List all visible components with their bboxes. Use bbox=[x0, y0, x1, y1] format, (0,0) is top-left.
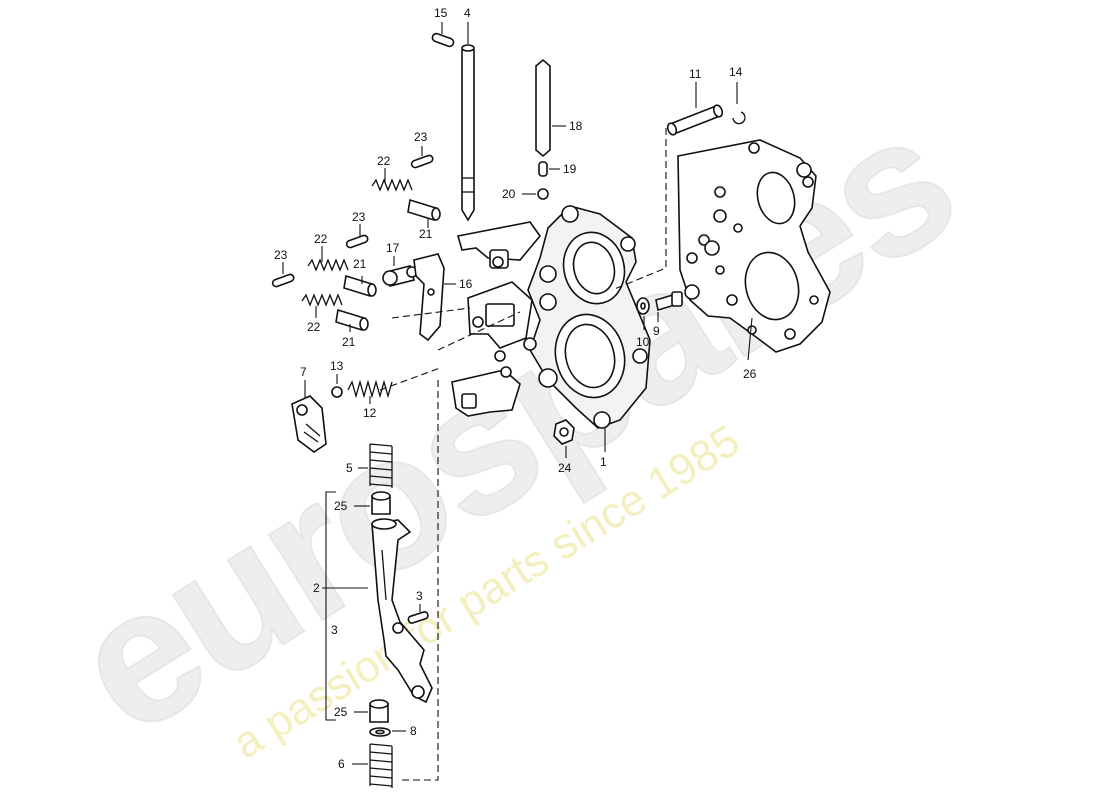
callout-11: 11 bbox=[689, 67, 702, 81]
part-19-pin[interactable] bbox=[538, 161, 548, 177]
callout-3-bracket: 3 bbox=[331, 623, 338, 637]
callout-labels: 15 4 18 19 20 11 14 23 22 21 23 22 17 23… bbox=[274, 6, 757, 771]
part-7-selector[interactable] bbox=[291, 395, 327, 453]
callout-23-left: 23 bbox=[274, 248, 288, 262]
shift-fork-upper[interactable] bbox=[456, 221, 542, 269]
callout-21-mid: 21 bbox=[353, 257, 367, 271]
part-25-bush-upper[interactable] bbox=[371, 491, 391, 515]
part-4-selector-rod[interactable] bbox=[461, 44, 475, 222]
part-20-ball[interactable] bbox=[537, 188, 549, 200]
watermark: eurospares a passion for parts since 198… bbox=[38, 72, 987, 775]
part-8-washer[interactable] bbox=[369, 727, 391, 737]
part-5-spring[interactable] bbox=[369, 443, 393, 488]
part-14-circlip[interactable] bbox=[732, 111, 746, 125]
part-21-plunger-top[interactable] bbox=[407, 198, 441, 222]
callout-23-top: 23 bbox=[414, 130, 428, 144]
callout-10: 10 bbox=[636, 335, 650, 349]
part-11-pin[interactable] bbox=[666, 104, 724, 136]
callout-18: 18 bbox=[569, 119, 583, 133]
part-15-pin[interactable] bbox=[431, 32, 455, 48]
callout-24: 24 bbox=[558, 461, 572, 475]
part-3-pin[interactable] bbox=[407, 611, 429, 624]
leader-lines bbox=[282, 22, 753, 765]
part-21-plunger-mid[interactable] bbox=[343, 274, 377, 298]
callout-5: 5 bbox=[346, 461, 353, 475]
callout-22-low: 22 bbox=[307, 320, 321, 334]
callout-7: 7 bbox=[300, 365, 307, 379]
callout-2: 2 bbox=[313, 581, 320, 595]
callout-20: 20 bbox=[502, 187, 516, 201]
part-23-pin-mid[interactable] bbox=[345, 234, 369, 249]
part-10-washer[interactable] bbox=[636, 297, 650, 315]
part-25-bush-lower[interactable] bbox=[369, 699, 389, 723]
callout-19: 19 bbox=[563, 162, 577, 176]
shift-fork-middle[interactable] bbox=[467, 281, 533, 362]
callout-13: 13 bbox=[330, 359, 344, 373]
part-18-shaft[interactable] bbox=[535, 58, 551, 158]
callout-6: 6 bbox=[338, 757, 345, 771]
part-22-spring-top[interactable] bbox=[371, 178, 413, 192]
part-24-nut[interactable] bbox=[553, 419, 575, 445]
part-22-spring-mid[interactable] bbox=[307, 258, 349, 272]
callout-21-top: 21 bbox=[419, 227, 433, 241]
callout-14: 14 bbox=[729, 65, 743, 79]
callout-9: 9 bbox=[653, 324, 660, 338]
part-1-housing[interactable] bbox=[523, 205, 651, 429]
part-9-bolt[interactable] bbox=[655, 291, 683, 312]
part-23-pin-left[interactable] bbox=[271, 273, 295, 288]
callout-1: 1 bbox=[600, 455, 607, 469]
callout-17: 17 bbox=[386, 241, 400, 255]
callout-21-low: 21 bbox=[342, 335, 356, 349]
callout-3-pin: 3 bbox=[416, 589, 423, 603]
watermark-brand: eurospares bbox=[39, 73, 986, 774]
callout-15: 15 bbox=[434, 6, 448, 20]
callout-8: 8 bbox=[410, 724, 417, 738]
callout-23-mid: 23 bbox=[352, 210, 366, 224]
part-22-spring-low[interactable] bbox=[301, 293, 343, 307]
part-17-bush[interactable] bbox=[382, 265, 418, 287]
callout-22-top: 22 bbox=[377, 154, 391, 168]
callout-16: 16 bbox=[459, 277, 473, 291]
part-2-rocker-arm[interactable] bbox=[371, 518, 433, 704]
part-6-spring[interactable] bbox=[369, 743, 393, 788]
part-16-lever[interactable] bbox=[413, 253, 445, 342]
callout-25-upper: 25 bbox=[334, 499, 348, 513]
part-13-ball[interactable] bbox=[331, 386, 343, 398]
callout-22-mid: 22 bbox=[314, 232, 328, 246]
shift-fork-lower[interactable] bbox=[451, 366, 521, 417]
part-23-pin-top[interactable] bbox=[410, 154, 434, 169]
assembly-lines bbox=[379, 128, 667, 781]
callout-12: 12 bbox=[363, 406, 377, 420]
callout-26: 26 bbox=[743, 367, 757, 381]
part-21-plunger-low[interactable] bbox=[335, 308, 369, 332]
callout-4: 4 bbox=[464, 6, 471, 20]
callout-25-lower: 25 bbox=[334, 705, 348, 719]
part-12-spring[interactable] bbox=[347, 379, 393, 399]
part-26-gasket[interactable] bbox=[677, 139, 831, 353]
